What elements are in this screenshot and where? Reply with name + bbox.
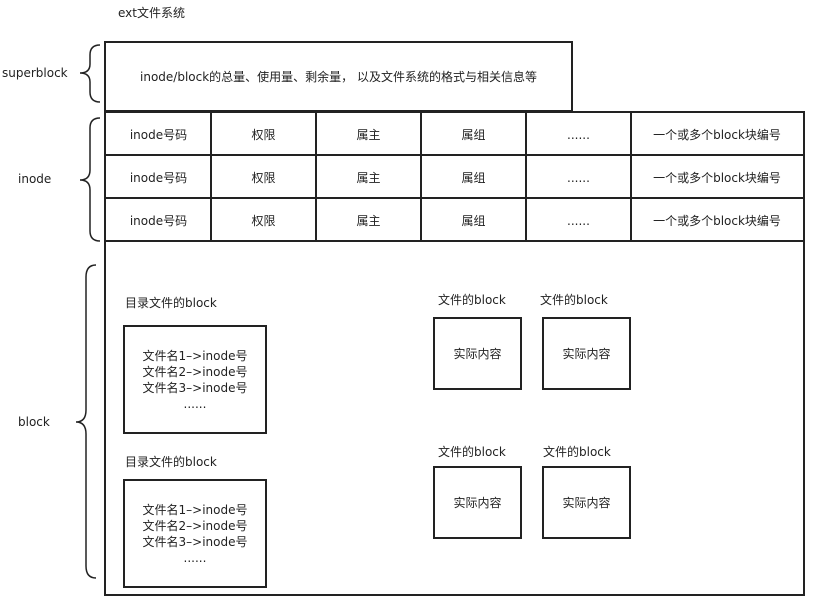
directory-entries: 文件名1–>inode号 文件名2–>inode号 文件名3–>inode号 .… — [143, 348, 248, 412]
file-block-content: 实际内容 — [453, 496, 502, 510]
ellipsis-cell: ...... — [567, 170, 590, 185]
directory-entry: 文件名1–>inode号 — [142, 502, 248, 517]
directory-entry: 文件名2–>inode号 — [142, 364, 248, 379]
file-block-caption: 文件的block — [540, 293, 608, 307]
owner-cell: 属主 — [356, 128, 381, 142]
block-numbers-cell: 一个或多个block块编号 — [653, 171, 781, 185]
inode-table: inode号码 权限 属主 属组 ...... 一个或多个block块编号 in… — [104, 111, 805, 242]
directory-block-caption: 目录文件的block — [125, 455, 217, 469]
inode-number-cell: inode号码 — [129, 171, 188, 185]
group-cell: 属组 — [461, 171, 486, 185]
block-numbers-cell: 一个或多个block块编号 — [653, 128, 781, 142]
owner-cell: 属主 — [356, 214, 381, 228]
ellipsis-cell: ...... — [567, 127, 590, 142]
file-block-caption: 文件的block — [438, 445, 506, 459]
permission-cell: 权限 — [251, 128, 276, 142]
file-block-caption: 文件的block — [438, 293, 506, 307]
block-numbers-cell: 一个或多个block块编号 — [653, 214, 781, 228]
inode-number-cell: inode号码 — [129, 128, 188, 142]
file-block: 实际内容 — [542, 317, 631, 390]
superblock-box: inode/block的总量、使用量、剩余量， 以及文件系统的格式与相关信息等 — [104, 41, 573, 112]
file-block: 实际内容 — [433, 466, 522, 539]
directory-block: 文件名1–>inode号 文件名2–>inode号 文件名3–>inode号 .… — [123, 325, 267, 434]
diagram-title: ext文件系统 — [118, 6, 185, 20]
file-block-content: 实际内容 — [562, 496, 611, 510]
directory-block: 文件名1–>inode号 文件名2–>inode号 文件名3–>inode号 .… — [123, 479, 267, 588]
ellipsis-cell: ...... — [567, 213, 590, 228]
directory-entry: 文件名2–>inode号 — [142, 518, 248, 533]
directory-entry: 文件名3–>inode号 — [142, 534, 248, 549]
group-cell: 属组 — [461, 128, 486, 142]
inode-number-cell: inode号码 — [129, 214, 188, 228]
block-label: block — [18, 415, 50, 429]
inode-brace — [79, 117, 101, 242]
block-brace — [75, 264, 97, 579]
group-cell: 属组 — [461, 214, 486, 228]
directory-entry: ...... — [183, 550, 207, 565]
file-block-content: 实际内容 — [453, 347, 502, 361]
owner-cell: 属主 — [356, 171, 381, 185]
directory-entry: 文件名1–>inode号 — [142, 348, 248, 363]
inode-table-grid — [104, 111, 805, 242]
permission-cell: 权限 — [251, 171, 276, 185]
directory-entries: 文件名1–>inode号 文件名2–>inode号 文件名3–>inode号 .… — [143, 502, 248, 566]
superblock-label: superblock — [2, 66, 68, 80]
permission-cell: 权限 — [251, 214, 276, 228]
file-block: 实际内容 — [433, 317, 522, 390]
file-block: 实际内容 — [542, 466, 631, 539]
file-block-content: 实际内容 — [562, 347, 611, 361]
file-block-caption: 文件的block — [543, 445, 611, 459]
inode-label: inode — [18, 172, 52, 186]
directory-block-caption: 目录文件的block — [125, 296, 217, 310]
directory-entry: ...... — [183, 396, 207, 411]
directory-entry: 文件名3–>inode号 — [142, 380, 248, 395]
superblock-text: inode/block的总量、使用量、剩余量， 以及文件系统的格式与相关信息等 — [140, 70, 537, 84]
superblock-brace — [79, 44, 101, 103]
